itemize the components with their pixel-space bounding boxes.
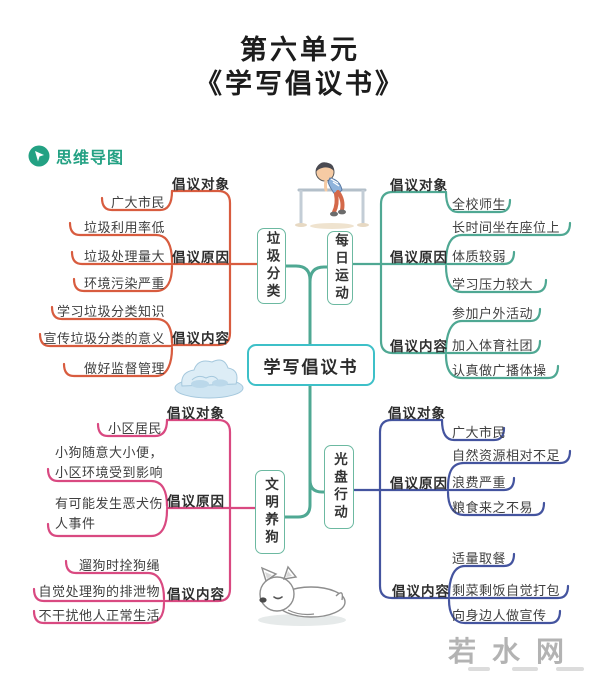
watermark-subtext [556,667,584,671]
trunk-lines [281,264,329,519]
mindmap-cursor-icon [28,145,50,167]
exercise-reason-label: 倡议原因 [390,250,448,265]
garbage-content-item: 学习垃圾分类知识 [56,304,165,319]
dog-content-item: 不干扰他人正常生活 [38,608,160,623]
exercise-content-item: 认真做广播体操 [452,363,547,378]
garbage-reason-item: 垃圾利用率低 [83,220,165,235]
pullup-boy-illustration [295,162,369,229]
branch-box-dog: 文明养狗 [255,470,285,554]
plate-content-item: 向身边人做宣传 [452,608,547,623]
plate-reason-item: 浪费严重 [452,475,507,490]
plate-content-label: 倡议内容 [392,584,450,599]
exercise-branch-lines [349,190,572,380]
page-title-line1: 第六单元 [240,35,360,65]
dog-reason-line: 小区环境受到影响 [55,465,164,480]
badge-label: 思维导图 [56,150,125,167]
dog-reason-line: 小狗随意大小便， [55,445,164,460]
exercise-target-item: 全校师生 [452,197,507,212]
garbage-content-item: 宣传垃圾分类的意义 [43,331,165,346]
plate-reason-item: 自然资源相对不足 [452,448,561,463]
garbage-branch-lines [38,189,259,378]
plate-branch-lines [350,418,572,625]
garbage-pile-illustration [174,359,244,399]
plate-target-label: 倡议对象 [388,406,446,421]
plate-content-item: 适量取餐 [452,551,507,566]
dog-target-item: 小区居民 [107,421,162,436]
page-title-line2: 《学写倡议书》 [195,69,405,99]
garbage-content-item: 做好监督管理 [83,361,165,376]
exercise-content-label: 倡议内容 [390,339,448,354]
garbage-target-label: 倡议对象 [172,177,230,192]
center-topic: 学写倡议书 [247,344,375,386]
dog-reason-line: 有可能发生恶犬伤 [55,496,164,511]
dog-reason-item: 有可能发生恶犬伤 人事件 [55,494,167,534]
exercise-content-item: 加入体育社团 [452,338,534,353]
plate-reason-label: 倡议原因 [390,476,448,491]
watermark-subtext [468,667,490,671]
exercise-target-label: 倡议对象 [390,178,448,193]
dog-content-item: 自觉处理狗的排泄物 [38,584,160,599]
exercise-reason-item: 体质较弱 [452,249,507,264]
watermark-subtext [512,667,538,671]
branch-box-plate: 光盘行动 [324,445,354,529]
dog-reason-line: 人事件 [55,516,96,531]
dog-reason-item: 小狗随意大小便， 小区环境受到影响 [55,443,167,483]
garbage-content-label: 倡议内容 [172,331,230,346]
sleeping-dog-illustration [258,565,346,626]
watermark: 若水网 [448,636,581,667]
branch-box-exercise: 每日运动 [327,231,353,305]
dog-content-item: 遛狗时拴狗绳 [78,558,160,573]
branch-box-garbage: 垃圾分类 [257,228,286,304]
dog-branch-lines [32,418,257,625]
garbage-reason-label: 倡议原因 [172,250,230,265]
mindmap-badge: 思维导图 [28,144,124,168]
garbage-reason-item: 环境污染严重 [83,276,165,291]
dog-target-label: 倡议对象 [167,406,225,421]
plate-content-item: 剩菜剩饭自觉打包 [452,583,561,598]
dog-content-label: 倡议内容 [167,587,225,602]
garbage-reason-item: 垃圾处理量大 [83,249,165,264]
exercise-content-item: 参加户外活动 [452,306,534,321]
dog-reason-label: 倡议原因 [167,494,225,509]
exercise-reason-item: 学习压力较大 [452,277,534,292]
garbage-target-item: 广大市民 [110,195,165,210]
plate-reason-item: 粮食来之不易 [452,500,534,515]
exercise-reason-item: 长时间坐在座位上 [452,220,561,235]
plate-target-item: 广大市民 [452,425,507,440]
